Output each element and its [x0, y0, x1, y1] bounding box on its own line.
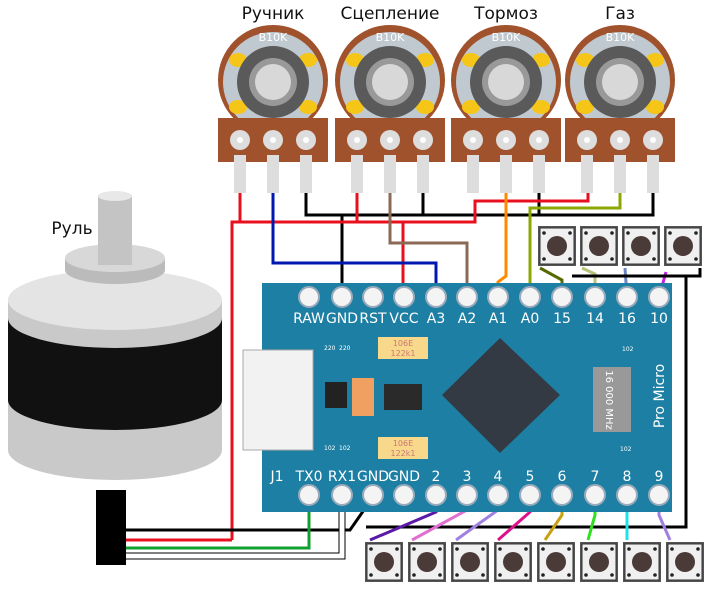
pin-a1[interactable] [487, 286, 509, 308]
pin-14[interactable] [584, 286, 606, 308]
pin-label: 6 [558, 469, 567, 485]
potentiometer[interactable]: B10K Сцепление [335, 4, 445, 193]
encoder-label: Руль [51, 219, 92, 239]
svg-text:102: 102 [324, 445, 336, 452]
pin-label: A0 [521, 311, 539, 327]
steering-encoder: Руль [8, 191, 222, 565]
pot-label: Ручник [242, 4, 305, 24]
push-button[interactable] [621, 225, 661, 267]
pin-label: 9 [655, 469, 664, 485]
pin-6[interactable] [551, 484, 573, 506]
potentiometer[interactable]: B10K Тормоз [451, 4, 561, 193]
pin-label: A2 [458, 311, 476, 327]
pin-gnd[interactable] [393, 484, 415, 506]
pot-value: B10K [492, 31, 522, 44]
pin-label: J1 [269, 469, 283, 485]
svg-text:220: 220 [324, 345, 336, 352]
pin-label: 2 [432, 469, 441, 485]
pin-label: 5 [526, 469, 535, 485]
pot-value: B10K [259, 31, 289, 44]
pin-gnd[interactable] [331, 286, 353, 308]
svg-text:102: 102 [339, 445, 351, 452]
svg-text:106E: 106E [393, 339, 413, 348]
push-button[interactable] [536, 541, 576, 583]
mcu-chip [442, 338, 560, 453]
pot-label: Газ [605, 4, 635, 24]
pin-label: 4 [494, 469, 503, 485]
pot-label: Сцепление [341, 4, 440, 24]
pin-gnd[interactable] [362, 484, 384, 506]
pin-label: RAW [293, 311, 325, 327]
push-button[interactable] [537, 225, 577, 267]
pin-label: TX0 [294, 469, 322, 485]
pin-rst[interactable] [362, 286, 384, 308]
pin-label: 8 [623, 469, 632, 485]
pin-16[interactable] [616, 286, 638, 308]
pin-label: RX1 [328, 469, 356, 485]
pin-label: GND [357, 469, 389, 485]
potentiometer[interactable]: B10K Газ [565, 4, 675, 193]
pin-label: GND [326, 311, 358, 327]
pin-label: 10 [650, 311, 668, 327]
pin-label: 16 [618, 311, 636, 327]
pin-8[interactable] [616, 484, 638, 506]
svg-text:16 000 MHz: 16 000 MHz [603, 370, 614, 430]
pin-label: RST [359, 311, 387, 327]
pro-micro-board: 106E 122k1 106E 122k1 220 220 102 102 10… [242, 283, 672, 512]
svg-text:122k1: 122k1 [391, 449, 416, 458]
pin-10[interactable] [648, 286, 670, 308]
push-button[interactable] [665, 541, 705, 583]
pin-9[interactable] [648, 484, 670, 506]
potentiometer[interactable]: B10K Ручник [218, 4, 328, 193]
pin-label: 3 [463, 469, 472, 485]
push-button[interactable] [364, 541, 404, 583]
pin-4[interactable] [487, 484, 509, 506]
svg-text:122k1: 122k1 [391, 349, 416, 358]
push-button[interactable] [579, 225, 619, 267]
pot-value: B10K [606, 31, 636, 44]
pin-label: A3 [427, 311, 445, 327]
pin-rx1[interactable] [331, 484, 353, 506]
svg-text:220: 220 [339, 345, 351, 352]
pot-value: B10K [376, 31, 406, 44]
pin-7[interactable] [584, 484, 606, 506]
crystal [593, 367, 631, 432]
svg-text:102: 102 [620, 446, 632, 453]
pin-label: A1 [489, 311, 507, 327]
pin-3[interactable] [456, 484, 478, 506]
usb-port [242, 349, 314, 451]
push-button[interactable] [579, 541, 619, 583]
push-button[interactable] [622, 541, 662, 583]
pin-a2[interactable] [456, 286, 478, 308]
board-name: Pro Micro [652, 364, 668, 428]
pin-vcc[interactable] [393, 286, 415, 308]
svg-text:106E: 106E [393, 439, 413, 448]
svg-text:102: 102 [622, 346, 634, 353]
pin-2[interactable] [425, 484, 447, 506]
push-button[interactable] [450, 541, 490, 583]
push-button[interactable] [407, 541, 447, 583]
pin-label: 14 [586, 311, 604, 327]
pot-label: Тормоз [473, 4, 538, 24]
push-button[interactable] [493, 541, 533, 583]
push-button[interactable] [663, 225, 703, 267]
pin-a3[interactable] [425, 286, 447, 308]
pin-15[interactable] [551, 286, 573, 308]
pin-label: 15 [553, 311, 571, 327]
pin-raw[interactable] [298, 286, 320, 308]
pin-label: VCC [389, 311, 418, 327]
pin-5[interactable] [519, 484, 541, 506]
pin-a0[interactable] [519, 286, 541, 308]
pin-label: GND [388, 469, 420, 485]
pin-tx0[interactable] [298, 484, 320, 506]
pin-label: 7 [591, 469, 600, 485]
